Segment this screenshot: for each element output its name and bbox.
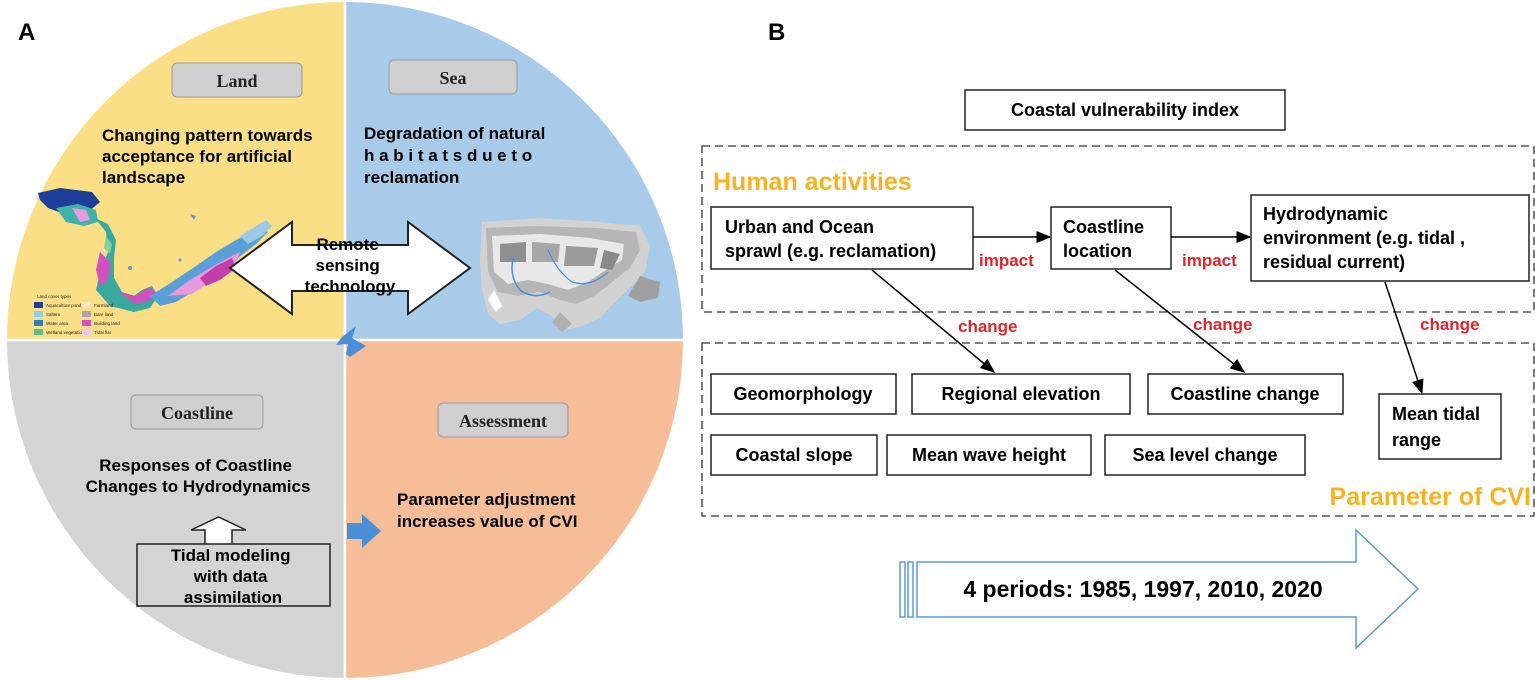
legend-aquaculture-pond: Aquaculture pond: [46, 303, 82, 308]
param-coastal-slope: Coastal slope: [710, 434, 878, 476]
cvi-title: Coastal vulnerability index: [1011, 100, 1239, 120]
hydrodynamic-box: Hydrodynamic environment (e.g. tidal , r…: [1250, 194, 1530, 282]
coastline-quadrant: [7, 340, 345, 678]
change-arrow-2: [1114, 269, 1246, 373]
panel-b-letter: B: [768, 19, 785, 46]
geomorphology-label: Geomorphology: [734, 384, 873, 404]
assessment-tag: Assessment: [437, 402, 569, 438]
legend-title: Land cover types: [37, 294, 72, 299]
param-geomorphology: Geomorphology: [710, 373, 897, 415]
regional-elevation-label: Regional elevation: [941, 384, 1100, 404]
flow-arrow-center: [336, 326, 366, 357]
coastline-tag-label: Coastline: [161, 403, 233, 423]
periods-label: 4 periods: 1985, 1997, 2010, 2020: [963, 576, 1322, 602]
hydrodynamic-label: Hydrodynamic environment (e.g. tidal , r…: [1263, 204, 1470, 272]
param-regional-elevation: Regional elevation: [911, 373, 1131, 415]
coastline-change-label: Coastline change: [1170, 384, 1319, 404]
coastline-location-label: Coastline location: [1063, 217, 1149, 261]
legend-tidal-flat: Tidal flat: [94, 330, 112, 335]
coastline-location-box: Coastline location: [1050, 206, 1172, 270]
cvi-title-box: Coastal vulnerability index: [964, 89, 1286, 131]
mean-wave-height-label: Mean wave height: [912, 445, 1066, 465]
parameter-group: [701, 342, 1535, 517]
legend-wetland-vegetation: Wetland vegetation: [46, 330, 85, 335]
periods-arrow: 4 periods: 1985, 1997, 2010, 2020: [899, 528, 1420, 650]
parameter-of-cvi-label: Parameter of CVI: [1330, 483, 1531, 511]
change-label-3: change: [1420, 315, 1480, 334]
legend-saltern: Saltern: [46, 312, 61, 317]
mean-tidal-range-label: Mean tidal range: [1392, 404, 1485, 450]
coastline-description: Responses of Coastline Changes to Hydrod…: [86, 456, 311, 496]
tidal-modeling-label: Tidal modeling with data assimilation: [171, 546, 295, 607]
tidal-modeling-box: Tidal modeling with data assimilation: [136, 543, 331, 607]
flow-arrow-right: [347, 514, 381, 548]
coastal-slope-label: Coastal slope: [735, 445, 852, 465]
change-arrow-1: [871, 269, 996, 373]
land-tag: Land: [171, 62, 303, 98]
land-cover-map: [38, 188, 272, 312]
sea-tag: Sea: [388, 59, 518, 95]
sea-tag-label: Sea: [440, 68, 467, 88]
impact-label-2: impact: [1182, 251, 1237, 270]
human-activities-label: Human activities: [713, 168, 912, 196]
param-mean-wave-height: Mean wave height: [886, 434, 1092, 476]
change-arrow-3: [1384, 281, 1424, 395]
land-description: Changing pattern towards acceptance for …: [102, 126, 317, 187]
param-coastline-change: Coastline change: [1147, 373, 1344, 415]
human-activities-group: [701, 145, 1535, 313]
assessment-quadrant: [345, 340, 683, 678]
coastline-tag: Coastline: [130, 394, 264, 430]
assessment-tag-label: Assessment: [459, 411, 547, 431]
land-tag-label: Land: [216, 71, 257, 91]
legend-farmland: Farmland: [94, 303, 114, 308]
legend-water-area: Water area: [46, 321, 69, 326]
urban-sprawl-box: Urban and Ocean sprawl (e.g. reclamation…: [710, 206, 974, 270]
sea-level-change-label: Sea level change: [1132, 445, 1277, 465]
land-cover-legend: Land cover types Aquaculture pond Salter…: [34, 294, 120, 335]
legend-bare-land: Bare land: [94, 312, 114, 317]
urban-sprawl-label: Urban and Ocean sprawl (e.g. reclamation…: [725, 217, 936, 261]
change-label-1: change: [958, 317, 1018, 336]
param-sea-level-change: Sea level change: [1104, 434, 1306, 476]
remote-sensing-arrow: Remote sensing technology: [228, 220, 472, 316]
panel-a-letter: A: [18, 19, 35, 46]
assessment-description: Parameter adjustment increases value of …: [397, 490, 580, 531]
impact-label-1: impact: [979, 251, 1034, 270]
remote-sensing-label: Remote sensing technology: [305, 235, 396, 296]
legend-building-land: Building land: [94, 321, 120, 326]
satellite-image: [480, 218, 660, 332]
change-label-2: change: [1193, 315, 1253, 334]
param-mean-tidal-range: Mean tidal range: [1378, 393, 1502, 460]
sea-description: Degradation of natural h a b i t a t s d…: [364, 124, 550, 187]
